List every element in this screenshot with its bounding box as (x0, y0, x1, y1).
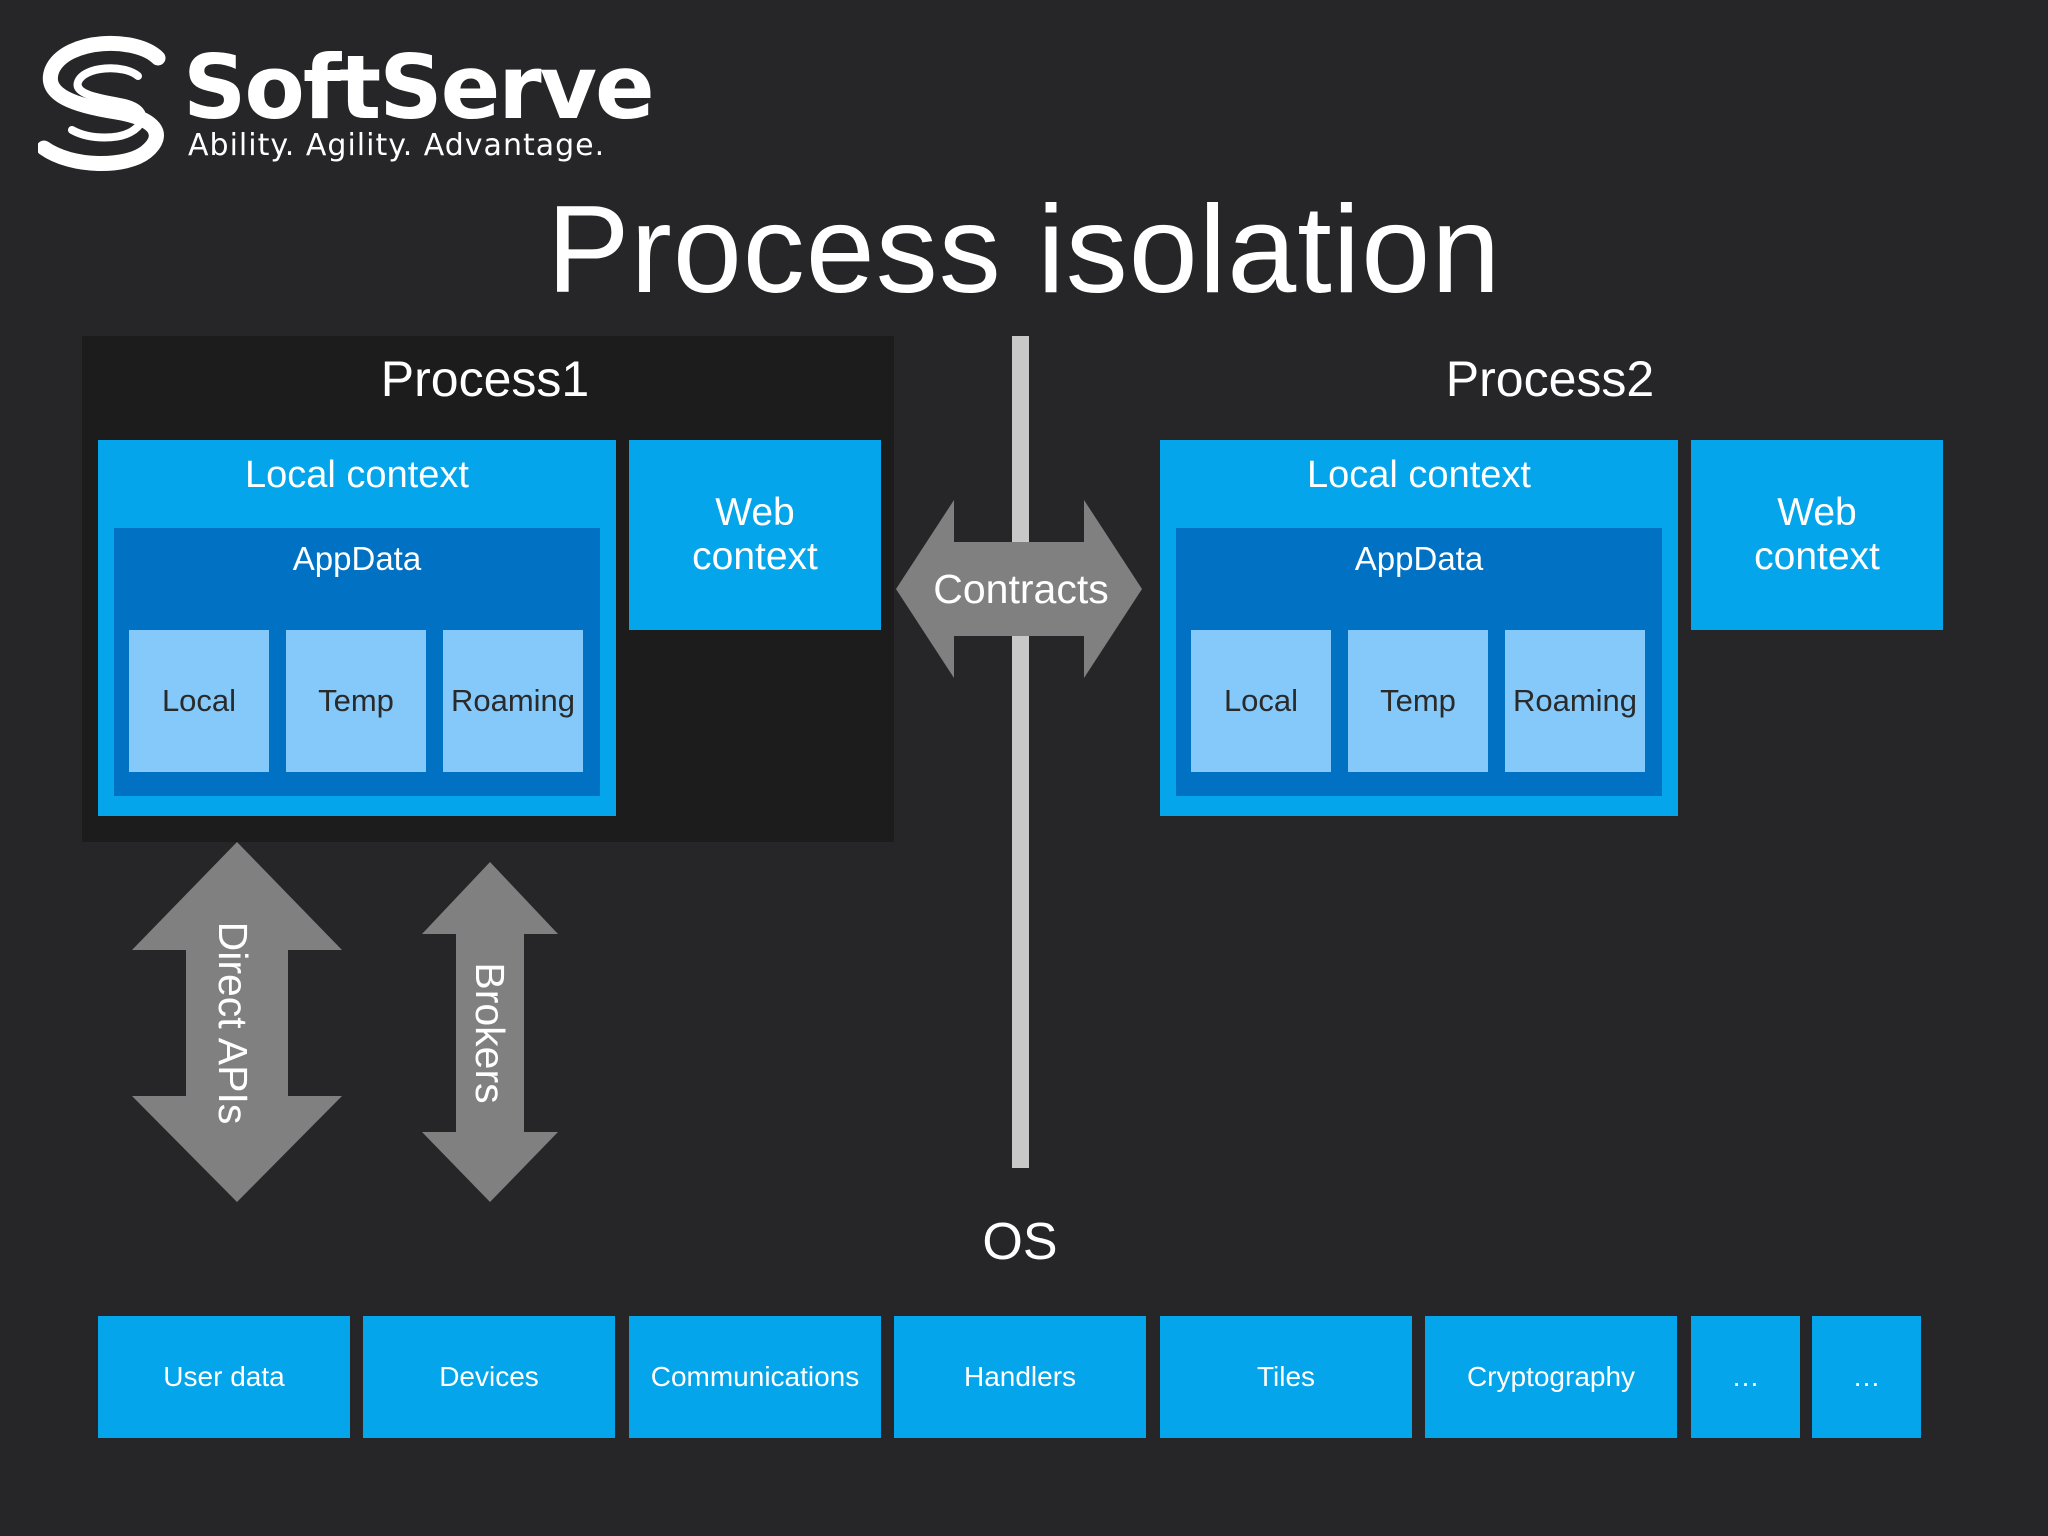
process1-web-context: Web context (629, 440, 881, 630)
store-local: Local (129, 630, 269, 772)
logo-tagline: Ability. Agility. Advantage. (188, 128, 606, 163)
store-temp: Temp (1348, 630, 1488, 772)
appdata-label: AppData (292, 540, 422, 577)
store-local: Local (1191, 630, 1331, 772)
web-context-line1: Web (1777, 491, 1857, 535)
store-roaming: Roaming (1505, 630, 1645, 772)
web-context-line2: context (1754, 535, 1880, 578)
web-context-line1: Web (715, 491, 795, 535)
brokers-label: Brokers (467, 962, 513, 1104)
os-tile-handlers: Handlers (894, 1316, 1146, 1438)
softserve-logo: SoftServe Ability. Agility. Advantage. (38, 30, 655, 180)
web-context-line2: context (692, 535, 818, 578)
logo-wordmark: SoftServe (183, 36, 655, 139)
contracts-double-arrow (896, 500, 1142, 678)
brokers-double-arrow (422, 862, 558, 1202)
process1-title: Process1 (380, 351, 590, 407)
os-tile-communications: Communications (629, 1316, 881, 1438)
os-tile-cryptography: Cryptography (1425, 1316, 1677, 1438)
appdata-label: AppData (1354, 540, 1484, 577)
direct-apis-label: Direct APIs (210, 921, 256, 1125)
slide-title: Process isolation (546, 181, 1502, 319)
process2-title: Process2 (1445, 351, 1655, 407)
process1-local-context: Local context AppData Local Temp Roaming (98, 440, 616, 816)
os-tile-devices: Devices (363, 1316, 615, 1438)
softserve-swirl-icon (38, 35, 166, 172)
os-label: OS (982, 1213, 1058, 1271)
store-roaming: Roaming (443, 630, 583, 772)
process2-appdata: AppData Local Temp Roaming (1176, 528, 1662, 796)
os-tile-tiles: Tiles (1160, 1316, 1412, 1438)
os-tile-ellipsis-1: … (1691, 1316, 1800, 1438)
os-tile-ellipsis-2: … (1812, 1316, 1921, 1438)
local-context-label: Local context (245, 454, 469, 496)
process1-appdata: AppData Local Temp Roaming (114, 528, 600, 796)
store-temp: Temp (286, 630, 426, 772)
direct-apis-double-arrow (132, 842, 342, 1202)
process2-local-context: Local context AppData Local Temp Roaming (1160, 440, 1678, 816)
isolation-divider (1012, 336, 1029, 1168)
process2-web-context: Web context (1691, 440, 1943, 630)
os-tile-user-data: User data (98, 1316, 350, 1438)
local-context-label: Local context (1307, 454, 1531, 496)
contracts-label: Contracts (933, 566, 1109, 612)
